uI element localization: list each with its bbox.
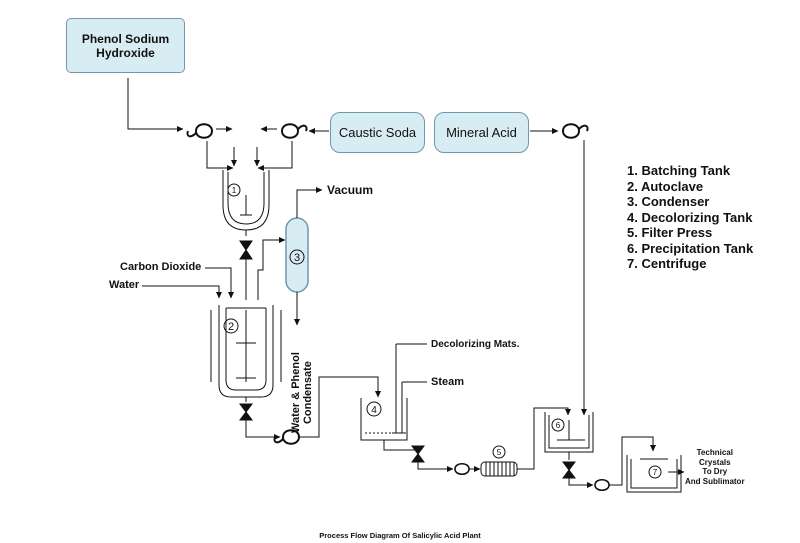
- unit-4-number: 4: [371, 405, 377, 416]
- carbon-dioxide-label: Carbon Dioxide: [120, 261, 202, 273]
- unit-6-number: 6: [556, 421, 561, 430]
- pump-icon: [273, 436, 284, 444]
- pump-icon: [281, 429, 301, 445]
- feed-line: [127, 78, 184, 132]
- legend-item: 3. Condenser: [627, 194, 710, 209]
- pump-icon: [194, 123, 214, 139]
- legend-item: 5. Filter Press: [627, 225, 713, 240]
- steam-label: Steam: [431, 376, 465, 388]
- pump-icon: [280, 123, 300, 139]
- decolorizing-mats-label: Decolorizing Mats.: [431, 339, 520, 350]
- valve-icon: [239, 240, 253, 260]
- phenol-sodium-hydroxide-box: Phenol Sodium Hydroxide: [66, 18, 185, 73]
- water-label: Water: [109, 279, 140, 291]
- legend-item: 1. Batching Tank: [627, 163, 731, 178]
- pump-icon: [578, 124, 589, 132]
- pump-icon: [594, 478, 610, 492]
- mineral-acid-box: Mineral Acid: [434, 112, 529, 153]
- legend-item: 7. Centrifuge: [627, 256, 707, 271]
- legend-item: 6. Precipitation Tank: [627, 240, 754, 256]
- pump-icon: [561, 123, 581, 139]
- pump-icon: [297, 124, 308, 132]
- equipment-legend: 1. Batching Tank 2. Autoclave 3. Condens…: [627, 163, 753, 272]
- water-phenol-condensate-label: Water & Phenol Condensate: [290, 352, 314, 433]
- vacuum-label: Vacuum: [327, 183, 374, 197]
- valve-icon: [411, 445, 425, 463]
- unit-3-number: 3: [294, 252, 300, 264]
- diagram-caption: Process Flow Diagram Of Salicylic Acid P…: [319, 531, 481, 540]
- valve-icon: [239, 403, 253, 421]
- valve-icon: [562, 461, 576, 479]
- caustic-soda-box: Caustic Soda: [330, 112, 425, 153]
- unit-7-number: 7: [653, 468, 658, 477]
- legend-item: 2. Autoclave: [627, 178, 704, 194]
- decolorizing-tank: [360, 398, 408, 441]
- unit-1-number: 1: [232, 186, 237, 195]
- technical-crystals-label: Technical Crystals To Dry And Sublimator: [685, 448, 745, 486]
- legend-item: 4. Decolorizing Tank: [627, 209, 753, 225]
- unit-2-number: 2: [228, 321, 234, 333]
- pump-icon: [454, 462, 470, 476]
- unit-5-number: 5: [497, 448, 502, 457]
- pump-icon: [186, 130, 197, 138]
